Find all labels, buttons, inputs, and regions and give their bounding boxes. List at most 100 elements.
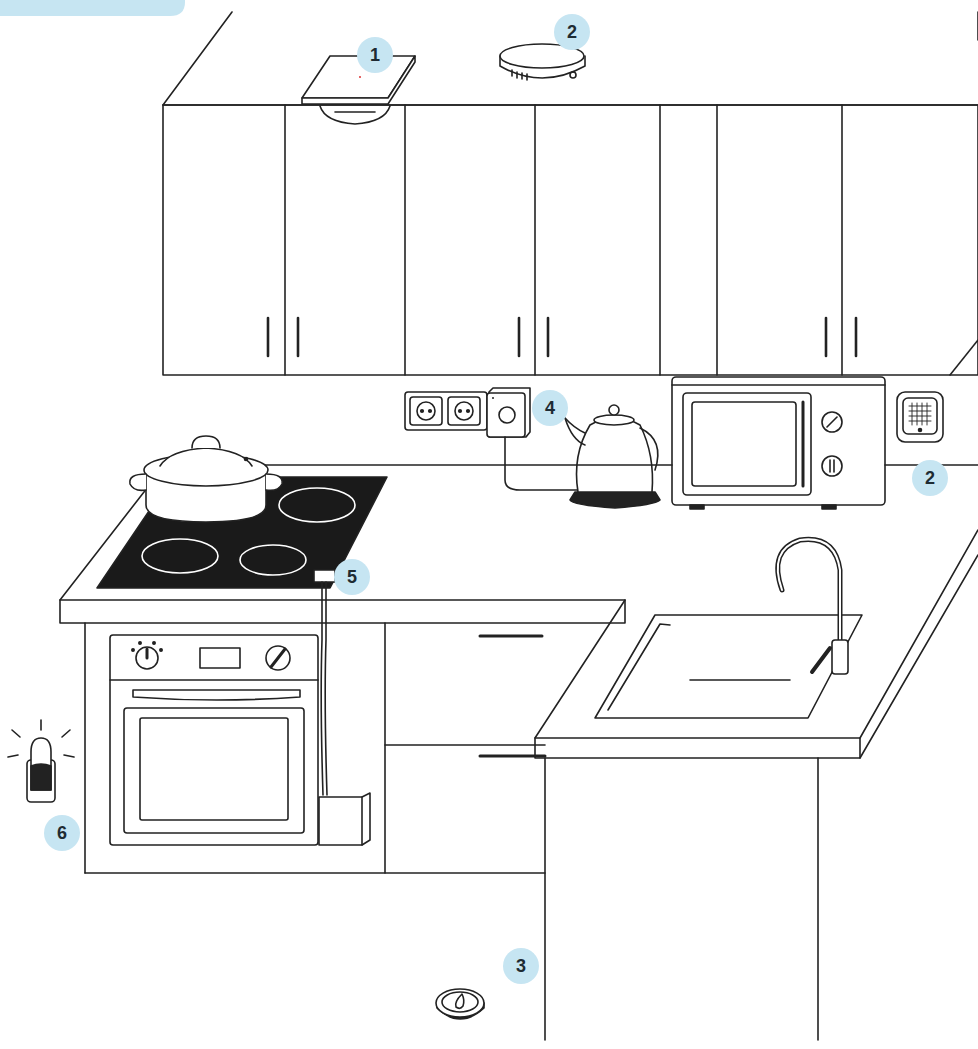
oven-display xyxy=(200,648,240,668)
oven-knob xyxy=(136,647,158,669)
knob-dot xyxy=(160,649,162,651)
detector-dome xyxy=(320,106,390,124)
wall-sensor xyxy=(897,392,943,442)
door-handles xyxy=(268,318,856,356)
cabinet-base xyxy=(85,872,545,874)
handle xyxy=(297,318,300,356)
pot xyxy=(130,436,282,522)
socket-pin xyxy=(429,410,432,413)
pot-handle xyxy=(266,474,282,490)
leak-sensor-top xyxy=(436,989,484,1017)
socket xyxy=(410,397,442,425)
knob-dot xyxy=(139,642,141,644)
wall-light xyxy=(8,720,74,802)
microwave xyxy=(672,377,885,509)
control-box-edge xyxy=(361,797,363,845)
callout-number: 2 xyxy=(912,460,948,496)
callout-number: 2 xyxy=(554,14,590,50)
handle xyxy=(855,318,858,356)
sensor-wire xyxy=(321,582,323,795)
handle xyxy=(267,318,270,356)
door-split xyxy=(841,105,843,375)
drawer-handle xyxy=(480,635,542,638)
light-ray xyxy=(8,755,18,757)
counter-front xyxy=(535,738,860,758)
hub-vent xyxy=(521,73,523,79)
sensor-grid xyxy=(909,403,931,425)
knob-mark xyxy=(271,649,285,667)
hub-button xyxy=(570,72,576,78)
cabinet-edge xyxy=(544,758,546,1040)
detector-line xyxy=(335,111,375,113)
light-bulb xyxy=(31,738,51,790)
cabinet-edge xyxy=(384,623,386,873)
lid-vent xyxy=(245,458,248,461)
smoke-detector xyxy=(302,56,415,124)
knob-mark xyxy=(827,417,837,427)
knob-mark xyxy=(833,460,835,472)
handle xyxy=(825,318,828,356)
plug-button xyxy=(499,407,515,423)
microwave-edge xyxy=(672,384,885,386)
oven-window xyxy=(140,718,288,820)
sink xyxy=(595,539,862,718)
lid-knob xyxy=(192,436,220,448)
control-box xyxy=(319,793,370,845)
smart-plug-front xyxy=(487,393,525,437)
counter-edge xyxy=(860,530,978,738)
socket-face xyxy=(455,402,473,420)
microwave-foot xyxy=(822,505,836,509)
sensor-body xyxy=(897,392,943,442)
corner-tab xyxy=(0,0,185,16)
microwave-foot xyxy=(690,505,704,509)
burner xyxy=(240,545,306,575)
microwave-knob xyxy=(822,412,842,432)
outlet-strip xyxy=(405,392,487,430)
kettle-lid xyxy=(594,415,634,425)
microwave-body xyxy=(672,377,885,505)
oven-body xyxy=(110,635,318,845)
light-base xyxy=(31,764,51,790)
oven-knob xyxy=(266,646,290,670)
cabinet-edge xyxy=(84,623,86,873)
faucet-spout xyxy=(778,539,840,645)
oven-panel xyxy=(110,679,318,681)
drawer-split xyxy=(385,744,545,746)
outlets xyxy=(405,388,580,490)
faucet-inner xyxy=(778,539,840,645)
knob-mark xyxy=(829,460,831,472)
cabinet-edge xyxy=(163,12,232,105)
socket-pin xyxy=(421,410,424,413)
faucet-base xyxy=(832,640,848,674)
door-handle xyxy=(802,402,805,486)
callout-number: 6 xyxy=(44,815,80,851)
light-ray xyxy=(64,755,74,757)
kettle-spout xyxy=(565,418,585,445)
door-split xyxy=(716,105,718,375)
kettle xyxy=(565,405,660,508)
upper-cabinets xyxy=(163,12,978,375)
socket-pin xyxy=(459,410,462,413)
handle xyxy=(547,318,550,356)
callout-number: 5 xyxy=(334,559,370,595)
hub-vent xyxy=(526,74,528,80)
sensor-wire xyxy=(325,582,327,795)
drawer-handle xyxy=(480,755,545,758)
socket-pin xyxy=(467,410,470,413)
microwave-window xyxy=(692,402,796,486)
pot-lid xyxy=(160,448,252,466)
knob-mark xyxy=(146,649,149,658)
handle xyxy=(518,318,521,356)
kettle-handle xyxy=(640,428,658,470)
kettle-base xyxy=(570,492,660,508)
light-ray xyxy=(12,730,20,737)
light-ray xyxy=(40,720,42,730)
oven-handle xyxy=(133,690,300,700)
socket xyxy=(448,397,480,425)
hub-vent xyxy=(516,72,518,78)
plug-led xyxy=(492,397,494,399)
detector-led xyxy=(359,76,361,78)
counter-front xyxy=(60,600,625,623)
